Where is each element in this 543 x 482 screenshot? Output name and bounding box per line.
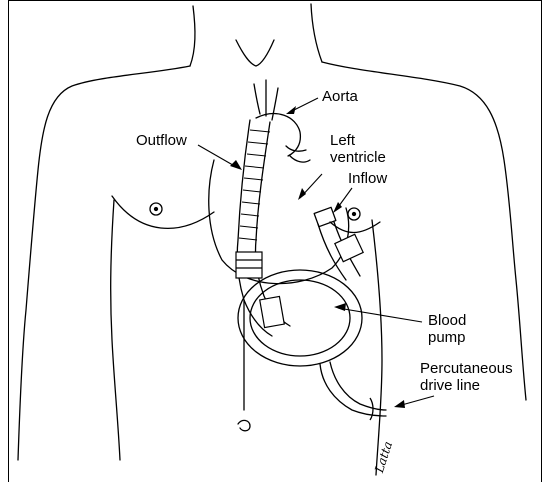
outflow-arrowhead bbox=[230, 160, 242, 170]
blood-pump-arrowhead bbox=[334, 303, 346, 311]
aorta-label: Aorta bbox=[322, 88, 358, 105]
drive-line-label: Percutaneous drive line bbox=[420, 360, 513, 394]
left-shoulder-outline bbox=[18, 66, 190, 460]
right-nipple-center bbox=[353, 213, 356, 216]
inflow-label: Inflow bbox=[348, 170, 387, 187]
outflow-label: Outflow bbox=[136, 132, 187, 149]
left-nipple-center bbox=[155, 208, 158, 211]
pump-collar-band bbox=[260, 296, 285, 327]
inflow-connector-band bbox=[335, 234, 363, 261]
left-ventricle-label-line1: Left bbox=[330, 132, 386, 149]
drive-line-cable bbox=[330, 362, 386, 410]
right-torso-outline bbox=[372, 220, 382, 475]
left-pectoral-line bbox=[112, 196, 214, 228]
blood-pump-label: Blood pump bbox=[428, 312, 466, 346]
left-torso-outline bbox=[111, 200, 120, 460]
drive-line-label-line2: drive line bbox=[420, 377, 513, 394]
right-shoulder-outline bbox=[322, 62, 526, 400]
aorta-branch-3 bbox=[272, 88, 278, 120]
blood-pump-label-line1: Blood bbox=[428, 312, 466, 329]
outflow-connector-band bbox=[236, 252, 262, 278]
outflow-graft-corrugation bbox=[239, 130, 270, 240]
drive-line-exit-site bbox=[370, 398, 373, 420]
left-ventricle-label: Left ventricle bbox=[330, 132, 386, 166]
sternal-notch bbox=[236, 40, 274, 66]
left-ventricle-label-line2: ventricle bbox=[330, 149, 386, 166]
drive-line-label-line1: Percutaneous bbox=[420, 360, 513, 377]
left-ventricle-arrowhead bbox=[298, 188, 306, 200]
neck-left-outline bbox=[190, 6, 195, 66]
navel-icon bbox=[238, 420, 250, 430]
left-atrium-notch bbox=[290, 156, 310, 162]
aorta-branch-1 bbox=[254, 84, 260, 114]
blood-pump-housing bbox=[238, 270, 362, 366]
neck-right-outline bbox=[311, 4, 322, 62]
aorta-arrowhead bbox=[286, 106, 296, 114]
blood-pump-label-line2: pump bbox=[428, 329, 466, 346]
heart-outline bbox=[209, 160, 349, 284]
drive-line-cable-inner bbox=[320, 364, 386, 416]
drive-line-arrowhead bbox=[394, 400, 405, 408]
aorta-arch bbox=[256, 114, 300, 156]
